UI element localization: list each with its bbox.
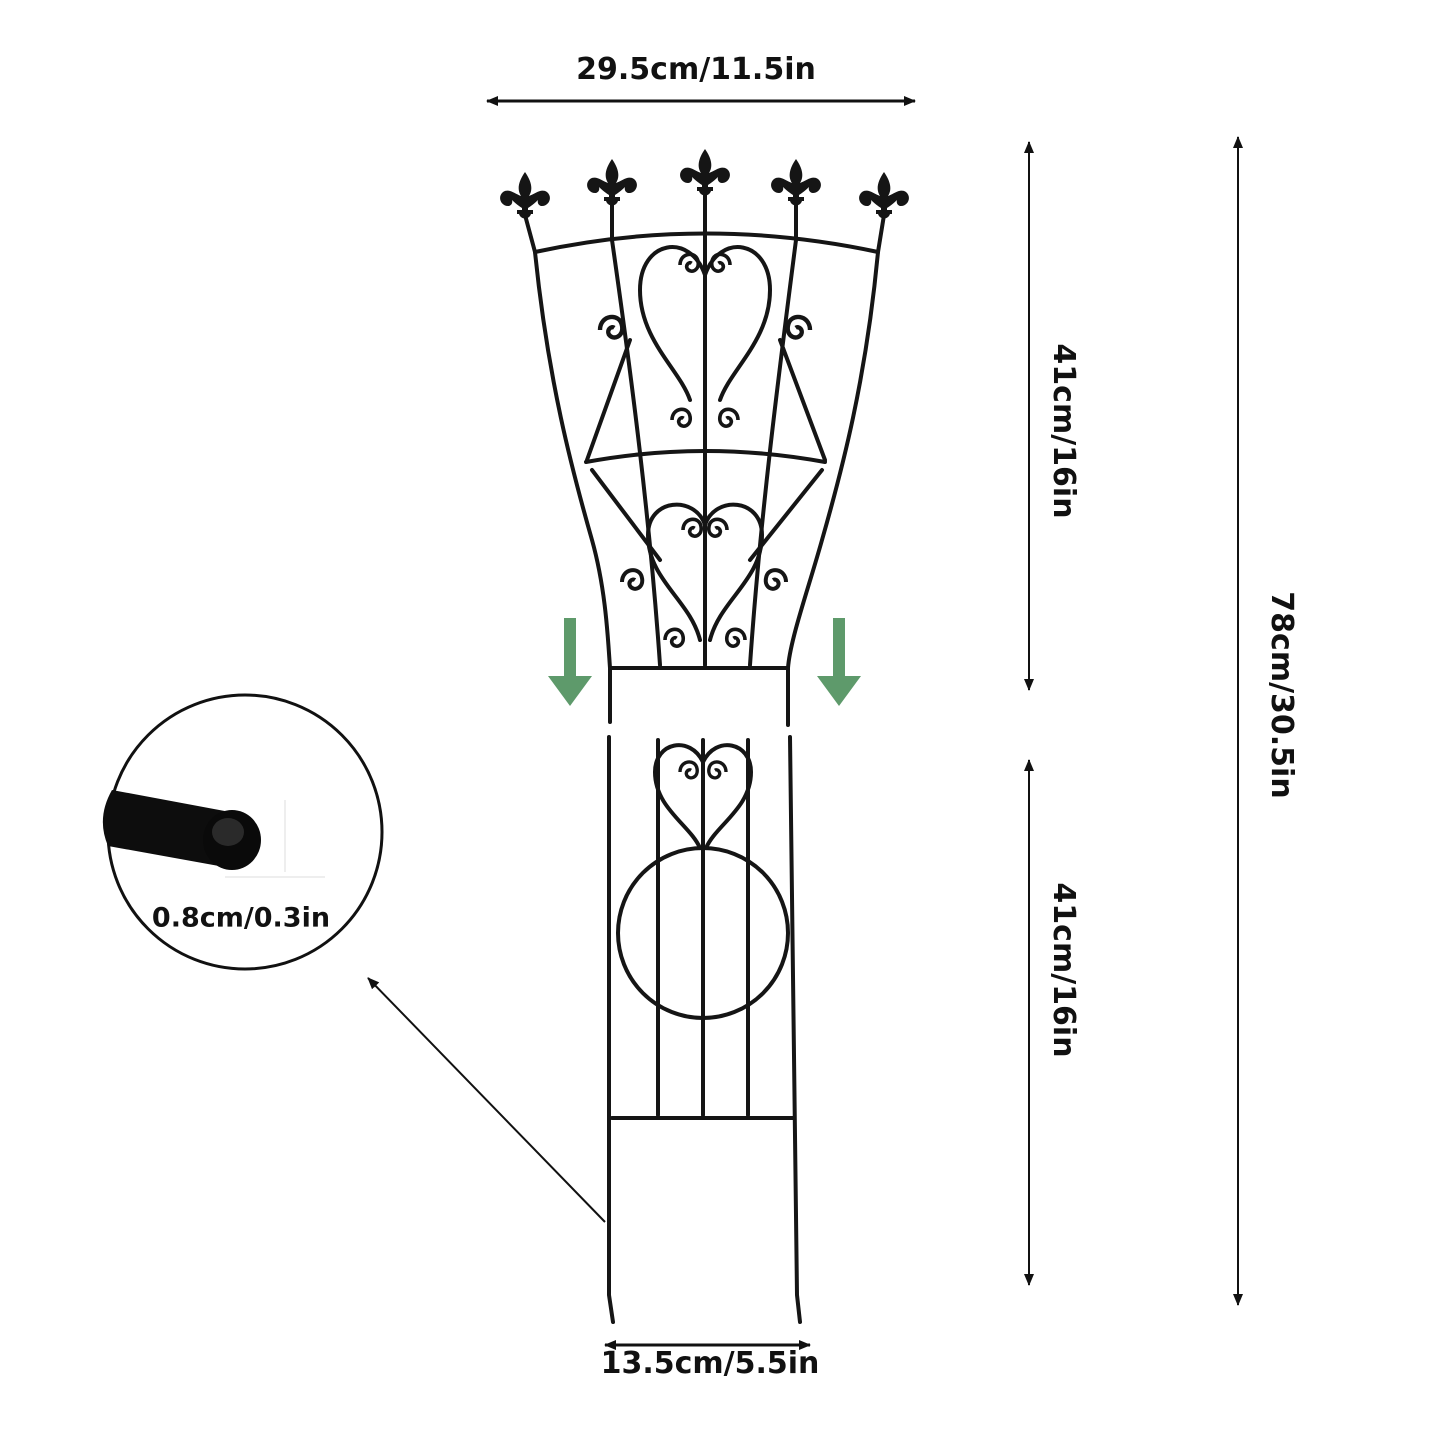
lower-trellis-section [607, 735, 802, 1324]
bottom-width-label: 13.5cm/5.5in [600, 1346, 820, 1381]
rod-detail-callout [102, 693, 384, 971]
rod-diameter-label: 0.8cm/0.3in [151, 902, 331, 934]
fleur-de-lis-icon [500, 172, 550, 219]
upper-height-label: 41cm/16in [1046, 343, 1081, 519]
upper-trellis-section [523, 193, 886, 670]
fleur-de-lis-icon [680, 149, 730, 196]
fleur-de-lis-icon [771, 159, 821, 206]
down-arrow-icon [548, 618, 592, 706]
rod-callout-leader-line [367, 977, 606, 1223]
top-width-label: 29.5cm/11.5in [576, 52, 816, 87]
fleur-de-lis-icon [587, 159, 637, 206]
lower-height-label: 41cm/16in [1046, 882, 1081, 1058]
down-arrow-icon [817, 618, 861, 706]
upper-connector-stubs [608, 666, 790, 727]
rod-cross-section [102, 790, 261, 870]
total-height-label: 78cm/30.5in [1264, 591, 1299, 799]
fleur-de-lis-icon [859, 172, 909, 219]
